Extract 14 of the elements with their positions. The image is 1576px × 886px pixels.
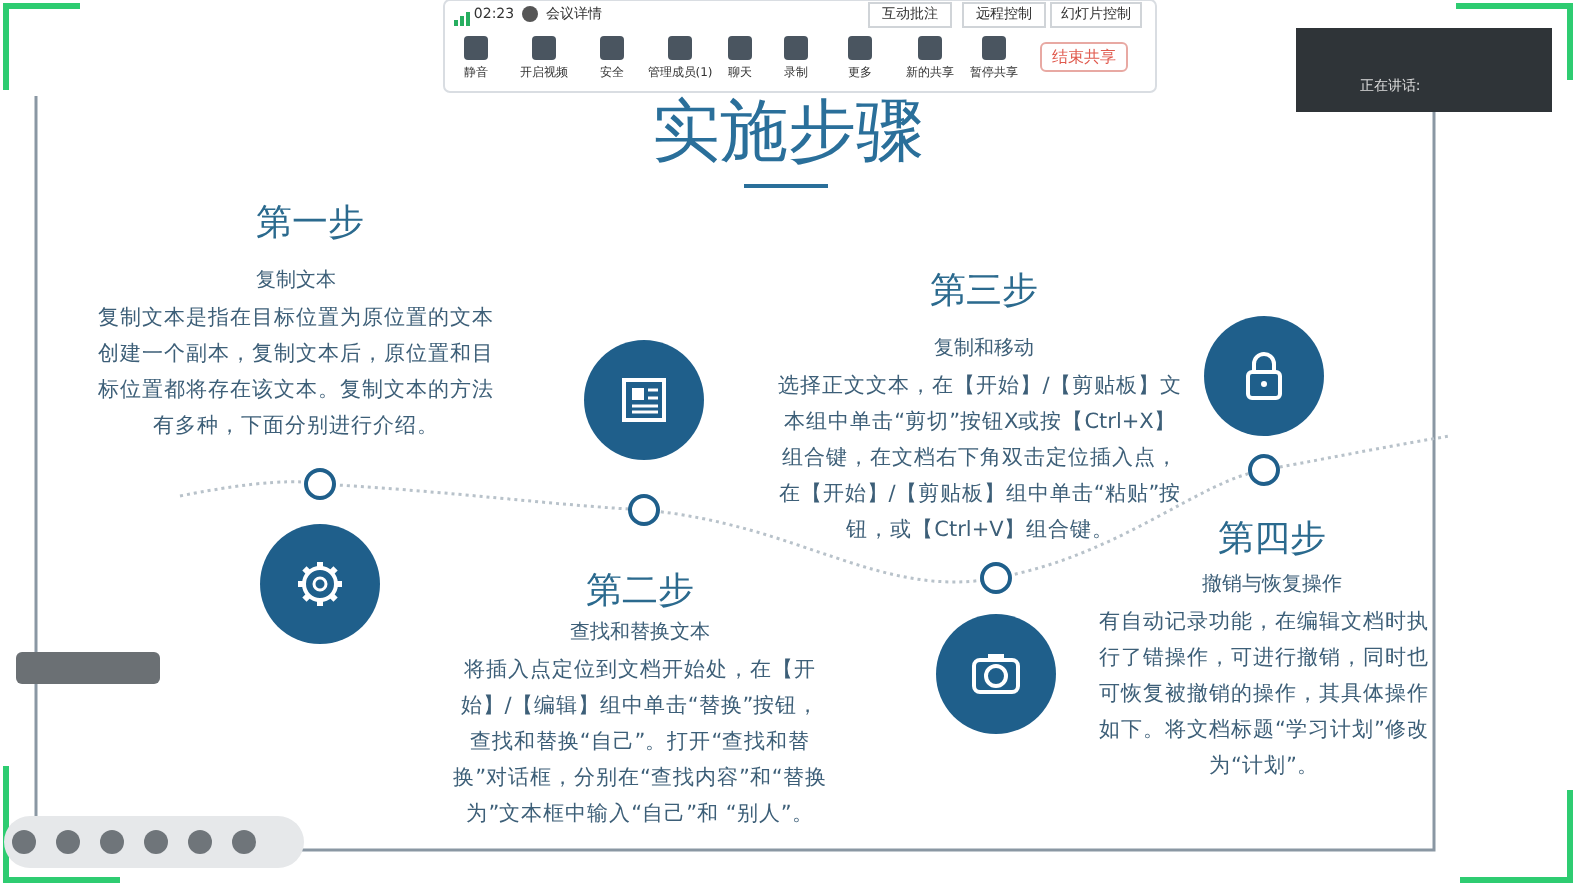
step-heading: 第四步 bbox=[1216, 516, 1328, 564]
step-subtitle: 复制文本 bbox=[254, 267, 338, 296]
step-subtitle: 查找和替换文本 bbox=[568, 619, 712, 648]
step-subtitle: 撤销与恢复操作 bbox=[1200, 571, 1344, 600]
step-heading: 第三步 bbox=[928, 268, 1040, 316]
end-share-button: 结束共享 bbox=[1040, 42, 1128, 72]
step-description: 选择正文文本，在【开始】/【剪贴板】文本组中单击“剪切”按钮X或按【Ctrl+X】组合键，在文档右下角双击定位插入点，在【开始】/【剪贴板】组中单击“粘贴”按钮，或【Ctrl+V】组合键。 bbox=[776, 372, 1184, 546]
step-description: 复制文本是指在目标位置为原位置的文本创建一个副本，复制文本后，原位置和目标位置都将存在该文本。复制文本的方法有多种，下面分别进行介绍。 bbox=[96, 304, 496, 442]
step-description: 有自动记录功能，在编辑文档时执行了错操作，可进行撤销，同时也可恢复被撤销的操作，其具体操作如下。将文档标题“学习计划”修改为“计划”。 bbox=[1097, 608, 1431, 782]
step-subtitle: 复制和移动 bbox=[932, 335, 1036, 364]
step-heading: 第二步 bbox=[584, 568, 696, 616]
slide-title: 实施步骤 bbox=[650, 94, 926, 170]
step-heading: 第一步 bbox=[254, 200, 366, 248]
step-description: 将插入点定位到文档开始处，在【开始】/【编辑】组中单击“替换”按钮，查找和替换“自己”。打开“查找和替换”对话框，分别在“查找内容”和“替换为”文本框中输入“自己”和 “别人”。 bbox=[451, 656, 829, 830]
